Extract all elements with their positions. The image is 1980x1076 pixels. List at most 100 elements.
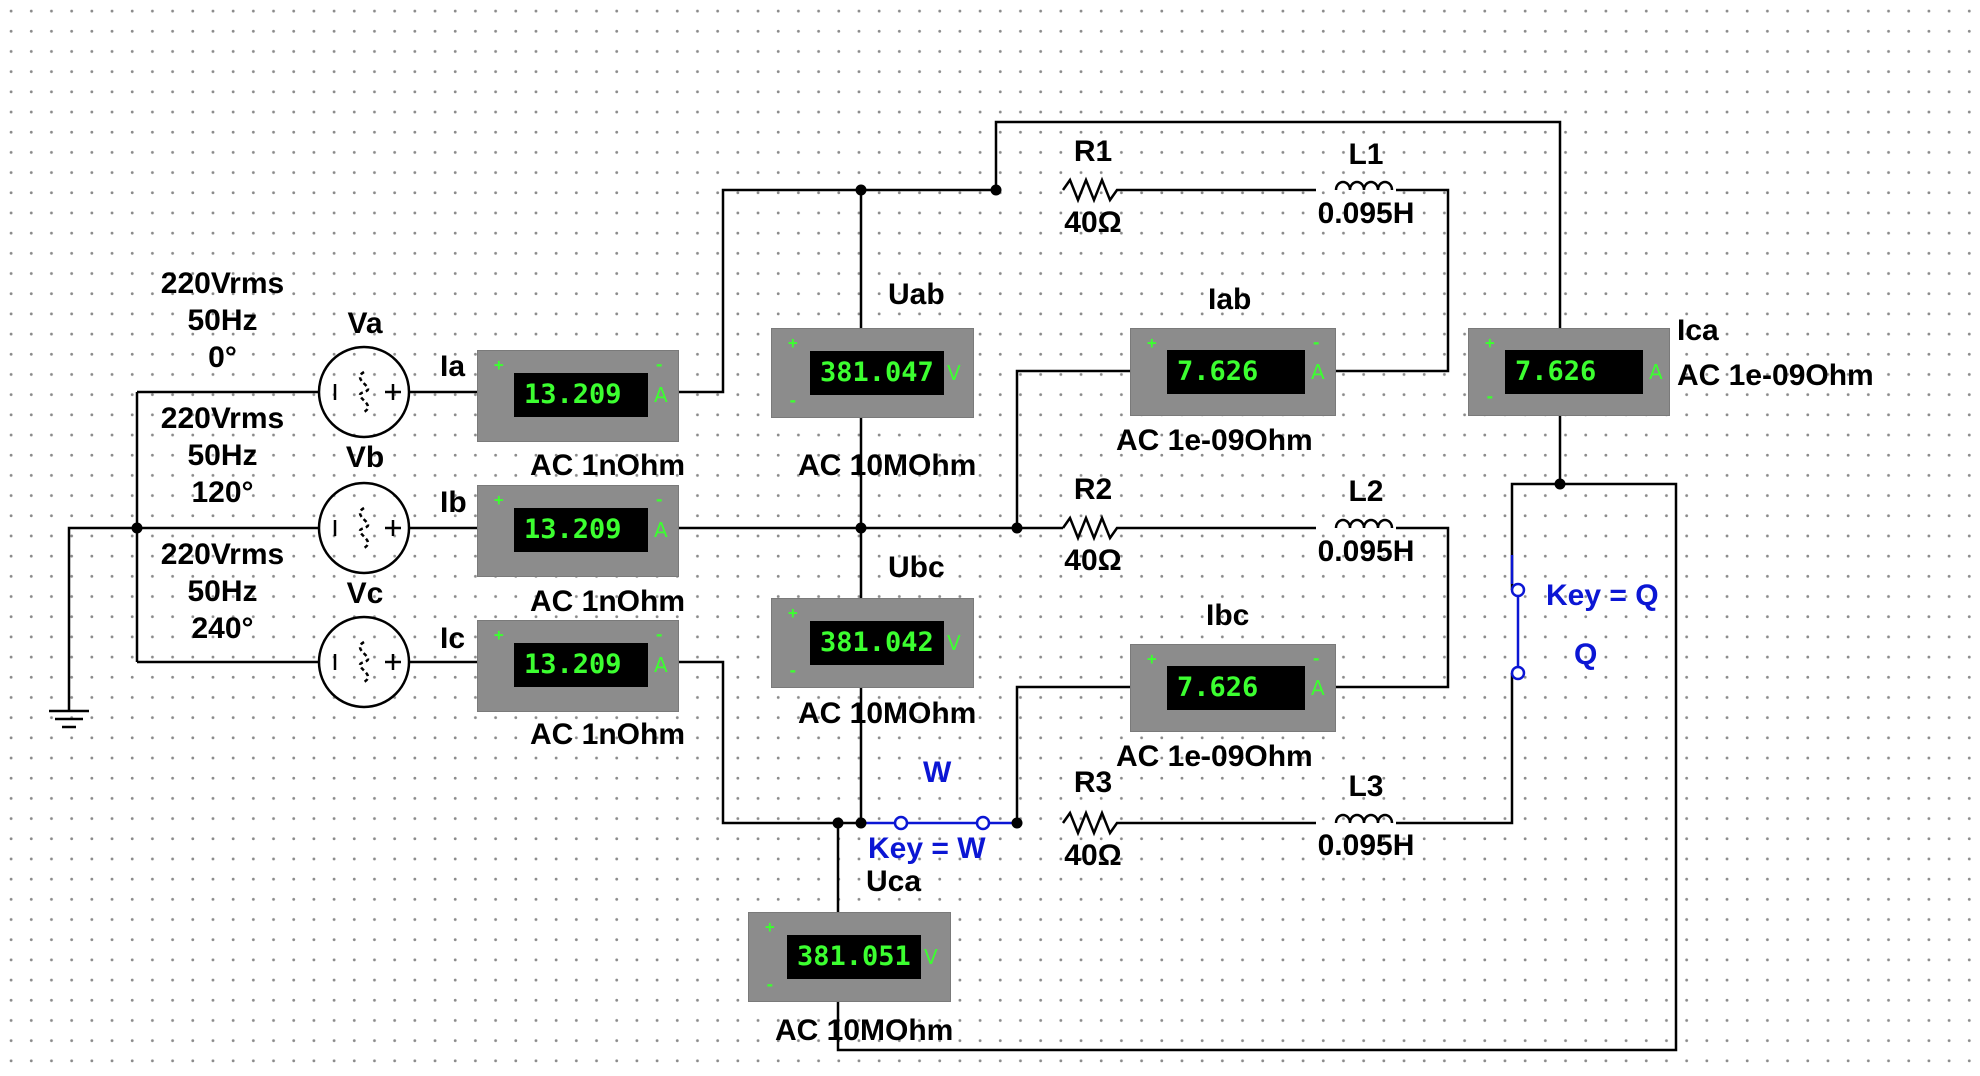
ib-label: Ib	[440, 486, 467, 519]
uca-label: Uca	[866, 865, 922, 898]
ica-display: 7.626	[1505, 350, 1643, 394]
vc-phase-label: 240°	[191, 612, 254, 645]
plus-terminal-icon: +	[788, 333, 798, 352]
minus-terminal-icon: -	[788, 391, 798, 410]
uca-unit: V	[924, 945, 938, 969]
va-voltage-label: 220Vrms	[160, 267, 285, 300]
vb-frequency-label: 50Hz	[187, 439, 258, 472]
l3-out-wire	[1396, 673, 1514, 825]
r3-value-label: 40Ω	[1064, 839, 1122, 872]
l3-name-label: L3	[1348, 770, 1384, 803]
l1-coil	[1334, 180, 1394, 191]
switch-w-symbol	[863, 815, 1017, 831]
ammeter-ica[interactable]: + - 7.626 A	[1468, 328, 1670, 416]
vc-name-label: Vc	[346, 577, 384, 610]
vb-voltage-label: 220Vrms	[160, 402, 285, 435]
vb-phase-label: 120°	[191, 476, 254, 509]
vb-name-label: Vb	[345, 441, 385, 474]
junction-dots	[131, 184, 1566, 829]
ica-setting-label: AC 1e-09Ohm	[1677, 359, 1874, 392]
ic-setting-label: AC 1nOhm	[530, 718, 686, 751]
plus-terminal-icon: +	[494, 490, 504, 509]
switch-q-key-label[interactable]: Key = Q	[1546, 579, 1659, 612]
switch-q-symbol	[1510, 555, 1526, 681]
plus-terminal-icon: +	[494, 625, 504, 644]
ibc-label: Ibc	[1206, 599, 1250, 632]
switch-q-name-label: Q	[1574, 638, 1598, 671]
ground-icon	[49, 709, 89, 729]
minus-terminal-icon: -	[788, 661, 798, 680]
iab-in-wire	[1015, 369, 1130, 528]
iab-display: 7.626	[1167, 350, 1305, 394]
plus-terminal-icon: +	[1485, 333, 1495, 352]
l1-value-label: 0.095H	[1317, 197, 1415, 230]
ib-setting-label: AC 1nOhm	[530, 585, 686, 618]
l3-value-label: 0.095H	[1317, 829, 1415, 862]
voltmeter-ubc[interactable]: + - 381.042 V	[771, 598, 974, 688]
ubc-setting-label: AC 10MOhm	[798, 697, 977, 730]
minus-terminal-icon: -	[1311, 649, 1321, 668]
va-frequency-label: 50Hz	[187, 304, 258, 337]
minus-terminal-icon: -	[654, 355, 664, 374]
ammeter-ibc[interactable]: + - 7.626 A	[1130, 644, 1336, 732]
minus-terminal-icon: -	[654, 625, 664, 644]
r1-name-label: R1	[1073, 135, 1113, 168]
r3-zigzag	[1061, 809, 1129, 837]
voltmeter-uab[interactable]: + - 381.047 V	[771, 328, 974, 418]
ammeter-ib[interactable]: + - 13.209 A	[477, 485, 679, 577]
minus-terminal-icon: -	[654, 490, 664, 509]
r2-zigzag	[1061, 514, 1129, 542]
iab-label: Iab	[1208, 283, 1252, 316]
minus-terminal-icon: -	[765, 975, 775, 994]
plus-terminal-icon: +	[765, 917, 775, 936]
l2-name-label: L2	[1348, 475, 1384, 508]
source-vb-symbol	[317, 481, 411, 575]
l2-value-label: 0.095H	[1317, 535, 1415, 568]
ica-out-wire	[1510, 415, 1562, 590]
ic-display: 13.209	[514, 643, 648, 687]
l3-coil	[1334, 813, 1394, 824]
ia-display: 13.209	[514, 373, 648, 417]
switch-w-name-label: W	[923, 756, 952, 789]
iab-unit: A	[1311, 360, 1325, 384]
ubc-display: 381.042	[810, 621, 944, 665]
uca-display: 381.051	[787, 935, 921, 979]
ubc-unit: V	[947, 631, 961, 655]
ubc-label: Ubc	[888, 551, 945, 584]
r1-zigzag	[1061, 176, 1129, 204]
va-phase-label: 0°	[208, 341, 237, 374]
l1-out-wire	[1336, 188, 1450, 373]
voltmeter-uca[interactable]: + - 381.051 V	[748, 912, 951, 1002]
source-vc-symbol	[317, 615, 411, 709]
ammeter-ia[interactable]: + - 13.209 A	[477, 350, 679, 442]
ica-label: Ica	[1677, 314, 1719, 347]
switch-w-key-label[interactable]: Key = W	[868, 832, 986, 865]
line-c-wire	[679, 660, 863, 825]
ic-unit: A	[654, 653, 668, 677]
ammeter-ic[interactable]: + - 13.209 A	[477, 620, 679, 712]
minus-terminal-icon: -	[1485, 387, 1495, 406]
ic-label: Ic	[440, 622, 466, 655]
ia-unit: A	[654, 383, 668, 407]
ibc-display: 7.626	[1167, 666, 1305, 710]
uca-return-wire	[836, 482, 1678, 1052]
ib-unit: A	[654, 518, 668, 542]
ia-setting-label: AC 1nOhm	[530, 449, 686, 482]
l1-name-label: L1	[1348, 138, 1384, 171]
plus-terminal-icon: +	[1147, 333, 1157, 352]
iab-setting-label: AC 1e-09Ohm	[1116, 424, 1313, 457]
l2-out-wire	[1336, 526, 1450, 689]
ibc-unit: A	[1311, 676, 1325, 700]
ammeter-iab[interactable]: + - 7.626 A	[1130, 328, 1336, 416]
vc-frequency-label: 50Hz	[187, 575, 258, 608]
r2-name-label: R2	[1073, 473, 1113, 506]
uab-display: 381.047	[810, 351, 944, 395]
uab-setting-label: AC 10MOhm	[798, 449, 977, 482]
ib-display: 13.209	[514, 508, 648, 552]
r3-name-label: R3	[1073, 766, 1113, 799]
r1-value-label: 40Ω	[1064, 206, 1122, 239]
ia-label: Ia	[440, 350, 466, 383]
plus-terminal-icon: +	[1147, 649, 1157, 668]
